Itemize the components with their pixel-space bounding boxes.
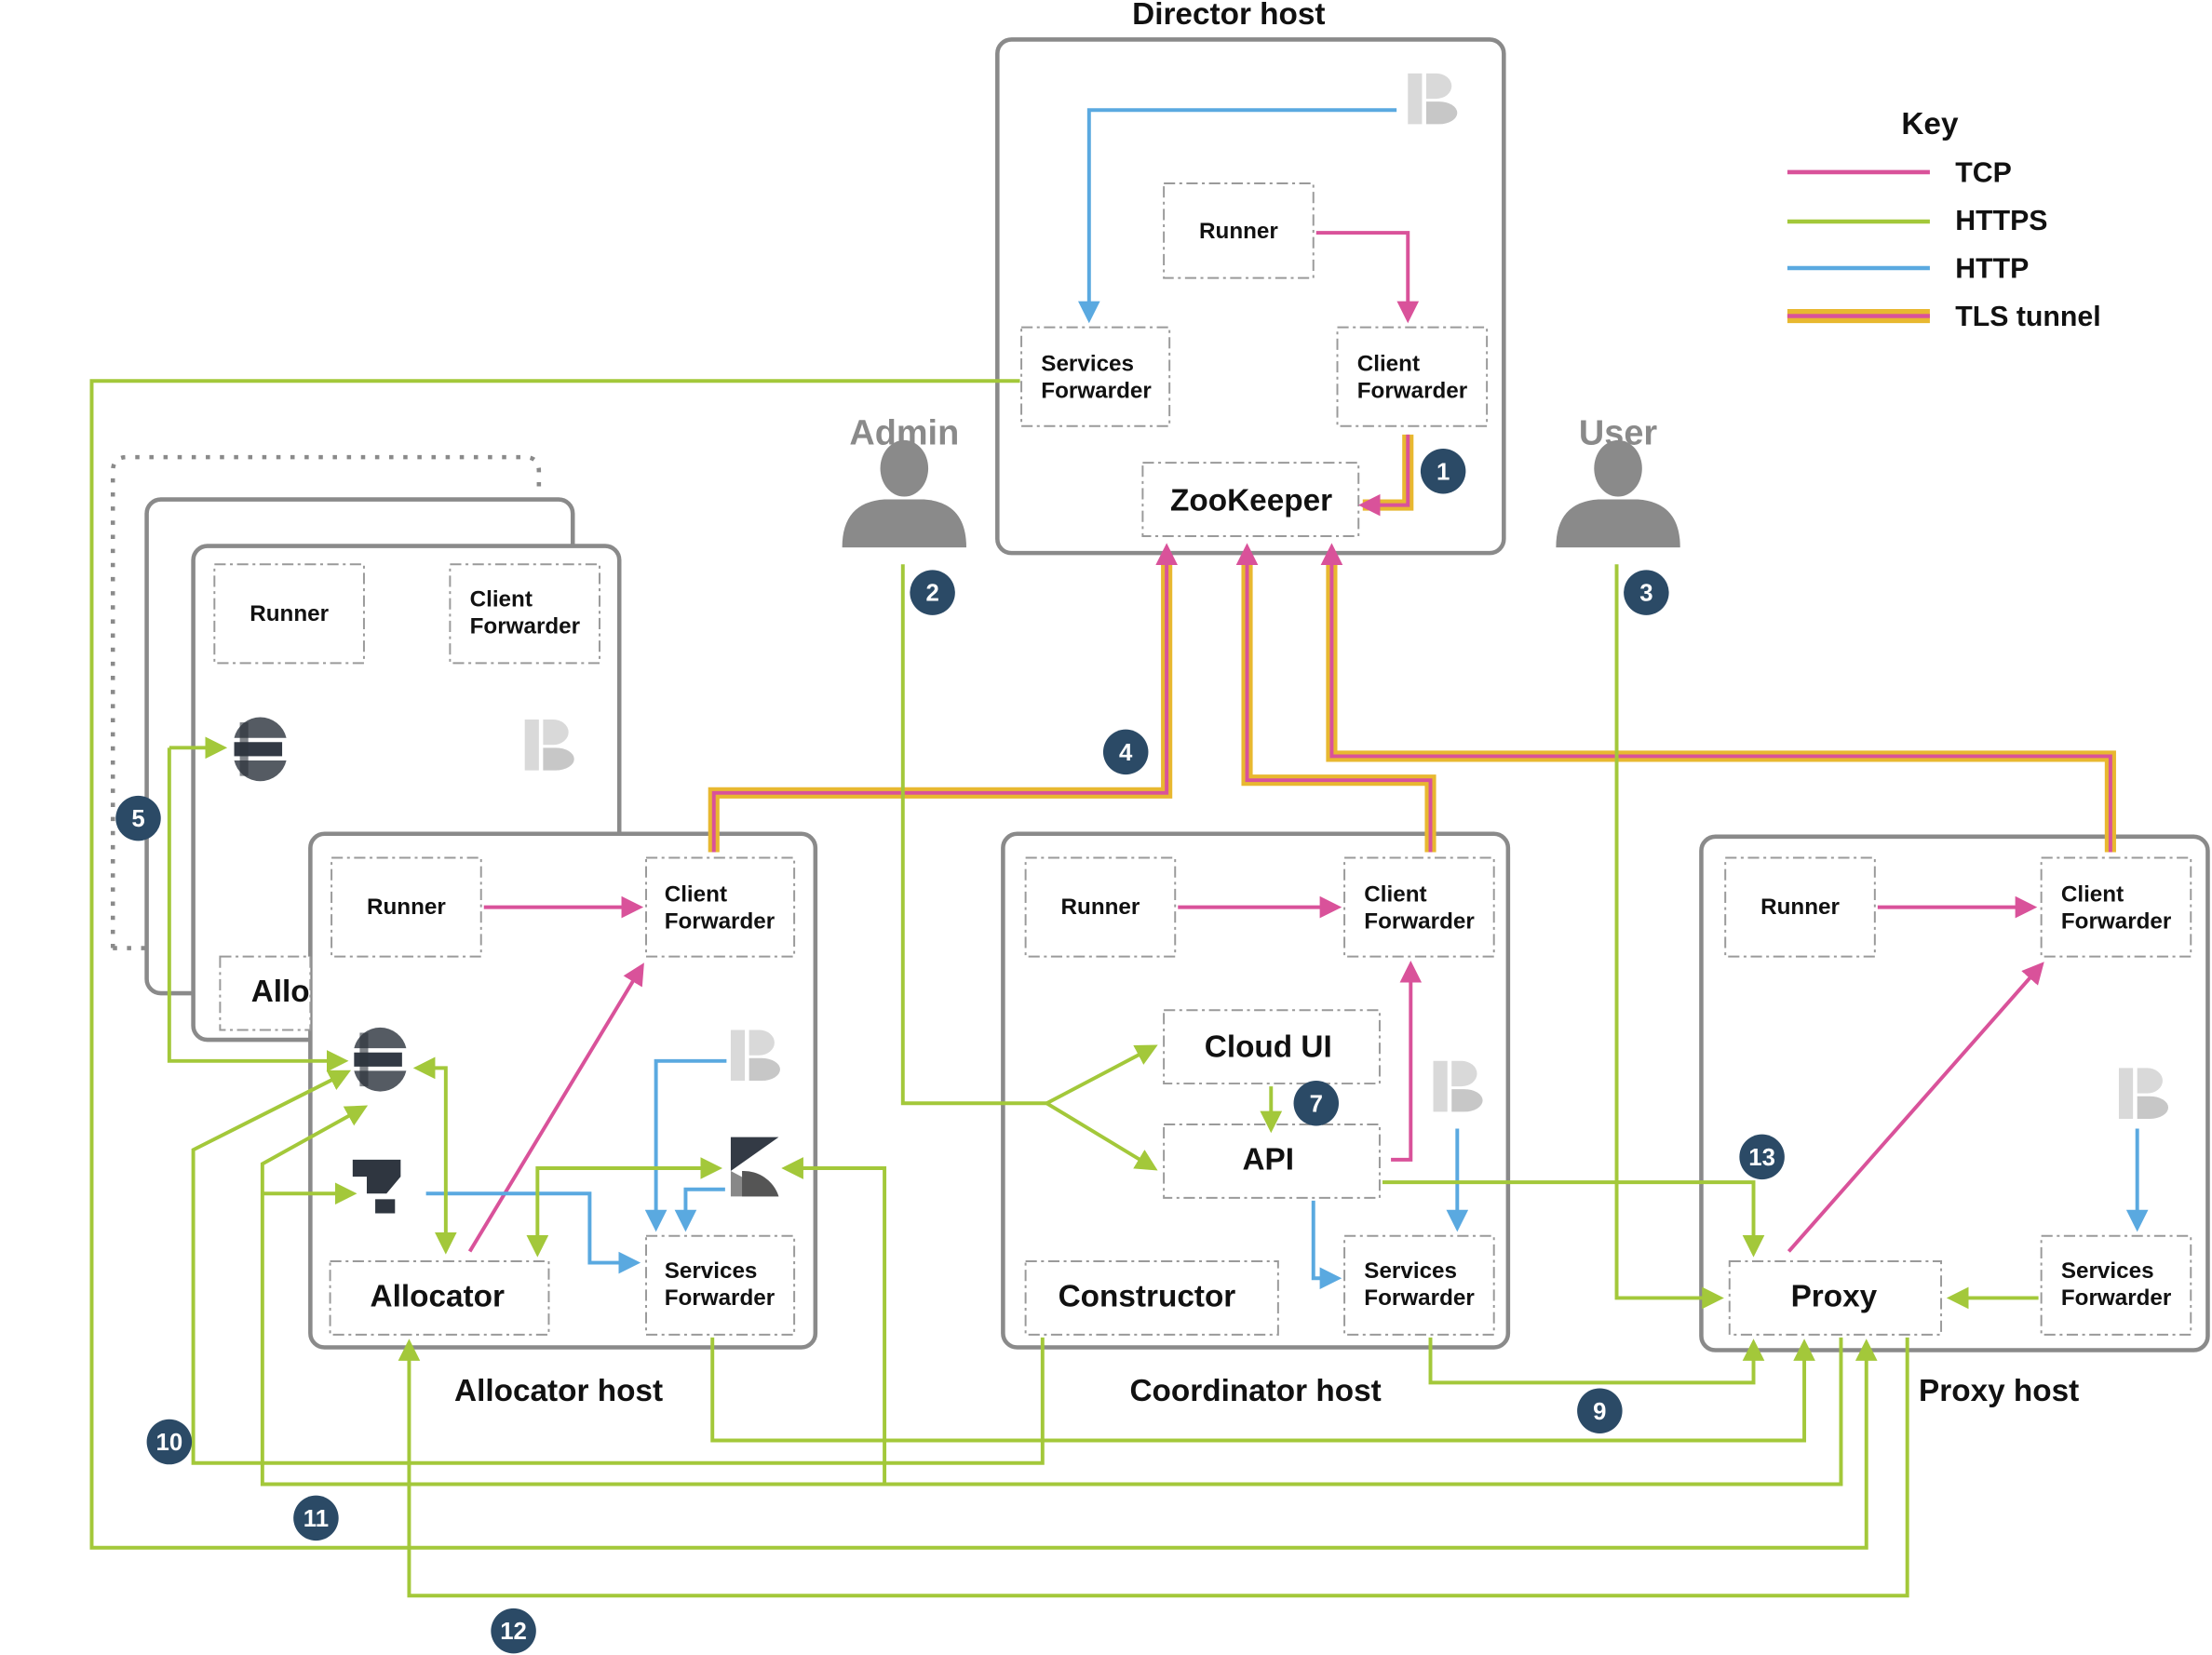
coordinator-host-title: Coordinator host [1129,1374,1381,1408]
api-box [1163,1124,1381,1199]
proxy-box [1728,1260,1943,1336]
elasticsearch-icon [234,717,287,782]
allocator-runner-box [330,856,482,958]
step-badge: 12 [491,1608,536,1654]
step-badge: 7 [1293,1081,1340,1126]
svg-text:5: 5 [131,806,144,832]
director-services-forwarder-box [1020,326,1171,427]
services-forwarder-line2: Forwarder [1041,378,1152,403]
api-label: API [1242,1143,1294,1177]
legend-tls: TLS tunnel [1955,302,2100,332]
allocator-box [329,1260,550,1336]
coordinator-host-box [1001,831,1511,1350]
legend-http: HTTP [1955,254,2029,285]
svg-text:7: 7 [1310,1091,1323,1117]
proxy-host-box [1699,834,2210,1352]
proxy-host-title: Proxy host [1919,1374,2079,1408]
step-badge: 9 [1577,1388,1623,1433]
person-icon [1556,439,1680,548]
tls-tunnel-proxy [1320,543,2112,853]
step-badge: 11 [293,1495,339,1541]
svg-text:13: 13 [1748,1145,1775,1171]
svg-text:10: 10 [156,1430,183,1456]
step-badge: 3 [1624,570,1669,615]
zookeeper-box [1141,462,1360,537]
user-label: User [1579,413,1657,452]
proxy-services-forwarder-box [2040,1234,2192,1336]
cloud-ui-label: Cloud UI [1205,1029,1332,1064]
client-forwarder-line1: Client [2061,882,2124,908]
svg-text:9: 9 [1593,1399,1606,1425]
tls-tunnel-coordinator [1235,543,1433,853]
cloud-ui-box [1163,1009,1381,1085]
svg-text:12: 12 [500,1619,527,1645]
client-forwarder-line1: Client [1364,882,1426,908]
constructor-label: Constructor [1059,1280,1236,1314]
step-badge: 10 [146,1419,193,1465]
legend [1787,169,1930,324]
director-runner-box [1163,182,1315,279]
step-badge: 13 [1739,1134,1785,1180]
services-forwarder-line1: Services [1364,1258,1457,1284]
client-forwarder-line1: Client [665,882,727,908]
svg-text:2: 2 [925,581,938,607]
services-forwarder-line2: Forwarder [2061,1285,2172,1311]
runner-label: Runner [1061,895,1140,920]
tls-tunnel-4 [711,543,1178,853]
client-forwarder-line2: Forwarder [470,614,581,639]
svg-text:3: 3 [1639,581,1652,607]
services-forwarder-line2: Forwarder [665,1285,776,1311]
client-forwarder-line1: Client [1357,352,1420,377]
allocator-label: Allocator [371,1280,505,1314]
runner-label: Runner [1199,219,1278,244]
director-client-forwarder-box [1336,326,1489,427]
person-icon [842,439,966,548]
tls-tunnel-1 [1358,434,1410,517]
director-host-title: Director host [1132,0,1325,32]
proxy-label: Proxy [1791,1280,1878,1314]
back-client-forwarder-box [449,563,600,665]
runner-label: Runner [367,895,446,920]
proxy-client-forwarder-box [2040,856,2192,958]
step-badges: 1 2 3 4 5 7 9 10 11 12 13 [115,448,1785,1654]
proxy-runner-box [1724,856,1876,958]
client-forwarder-line2: Forwarder [1357,378,1468,403]
services-forwarder-line1: Services [665,1258,758,1284]
client-forwarder-line2: Forwarder [665,908,776,934]
svg-text:1: 1 [1436,459,1450,485]
coordinator-client-forwarder-box [1343,856,1495,958]
services-forwarder-line1: Services [1041,352,1134,377]
runner-label: Runner [250,601,329,626]
elasticsearch-icon [354,1027,407,1092]
legend-tcp: TCP [1955,158,2012,189]
svg-text:4: 4 [1119,740,1133,766]
services-forwarder-line1: Services [2061,1258,2154,1284]
client-forwarder-line2: Forwarder [2061,908,2172,934]
allocator-client-forwarder-box [645,856,796,958]
step-badge: 5 [115,795,161,841]
back-allocator-box [219,955,312,1031]
svg-text:11: 11 [303,1506,329,1532]
admin-label: Admin [849,413,959,452]
coordinator-services-forwarder-box [1343,1234,1495,1336]
back-runner-box [213,563,365,665]
allocator-host-stack-dotted [110,454,542,949]
runner-label: Runner [1760,895,1840,920]
allocator-partial-label: Allo [251,975,310,1009]
services-forwarder-line2: Forwarder [1364,1285,1475,1311]
zookeeper-label: ZooKeeper [1170,484,1332,518]
step-badge: 4 [1102,729,1149,775]
constructor-box [1024,1260,1279,1336]
allocator-host-title: Allocator host [454,1374,663,1408]
coordinator-runner-box [1024,856,1177,958]
legend-https: HTTPS [1955,206,2047,236]
step-badge: 1 [1420,448,1466,494]
client-forwarder-line1: Client [470,587,533,612]
legend-title: Key [1901,107,1959,141]
client-forwarder-line2: Forwarder [1364,908,1475,934]
step-badge: 2 [910,570,955,615]
